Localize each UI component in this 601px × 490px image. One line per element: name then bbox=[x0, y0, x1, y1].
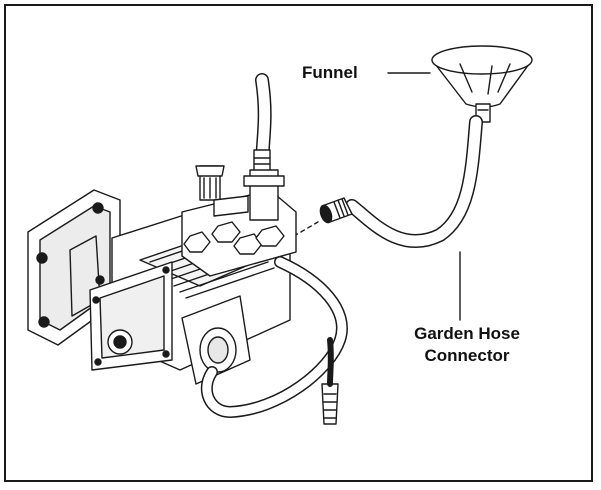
lower-hose bbox=[200, 256, 348, 425]
garden-hose-connector-label-line1: Garden Hose bbox=[414, 324, 520, 343]
upper-hose bbox=[253, 73, 272, 177]
alignment-line bbox=[293, 221, 319, 237]
garden-hose-connector bbox=[319, 197, 353, 224]
funnel bbox=[431, 45, 533, 123]
funnel-label: Funnel bbox=[302, 63, 358, 82]
garden-hose-connector-label-line2: Connector bbox=[424, 346, 510, 365]
unloader-valve bbox=[195, 165, 285, 221]
garden-hose-connector-label: Garden Hose Connector bbox=[392, 323, 542, 367]
flexible-hose bbox=[345, 115, 483, 248]
